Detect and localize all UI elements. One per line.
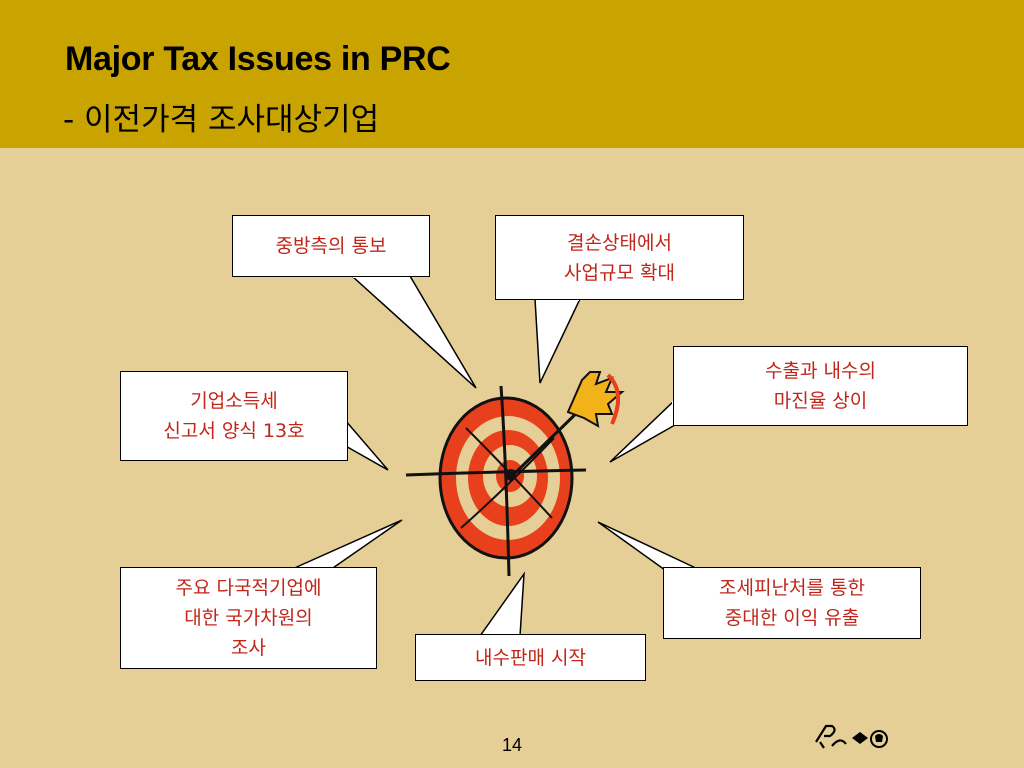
callout-tax-haven: 조세피난처를 통한 중대한 이익 유출 [663,567,921,639]
callout-export-margin: 수출과 내수의 마진율 상이 [673,346,968,426]
callout-export-margin-line-1: 수출과 내수의 [765,360,876,382]
callout-notice-line-1: 중방측의 통보 [275,235,387,257]
slide-subtitle: - 이전가격 조사대상기업 [63,102,380,138]
callout-tax-haven-line-1: 조세피난처를 통한 [719,577,865,599]
callout-notice: 중방측의 통보 [232,215,430,277]
callout-mnc-survey-line-1: 주요 다국적기업에 [175,577,322,599]
arrow-icon [510,371,625,478]
callout-export-margin-line-2: 마진율 상이 [773,390,868,412]
callout-tax-haven-line-2: 중대한 이익 유출 [724,607,860,629]
pwc-logo-icon [815,724,888,749]
callout-form13-line-1: 기업소득세 [190,390,278,412]
slide-title: Major Tax Issues in PRC [65,40,451,78]
callout-mnc-survey: 주요 다국적기업에 대한 국가차원의 조사 [120,567,377,669]
callout-loss-expansion: 결손상태에서 사업규모 확대 [495,215,744,300]
callout-form13: 기업소득세 신고서 양식 13호 [120,371,348,461]
callout-domestic-sales-line-1: 내수판매 시작 [475,646,586,669]
page-number: 14 [501,735,523,755]
callout-loss-expansion-line-1: 결손상태에서 [567,231,672,254]
callout-mnc-survey-line-3: 조사 [231,637,266,659]
callout-loss-expansion-line-2: 사업규모 확대 [564,261,675,284]
callout-form13-line-2: 신고서 양식 13호 [163,420,305,442]
callout-mnc-survey-line-2: 대한 국가차원의 [184,607,313,629]
callout-domestic-sales: 내수판매 시작 [415,634,646,681]
title-bar [0,0,1024,148]
